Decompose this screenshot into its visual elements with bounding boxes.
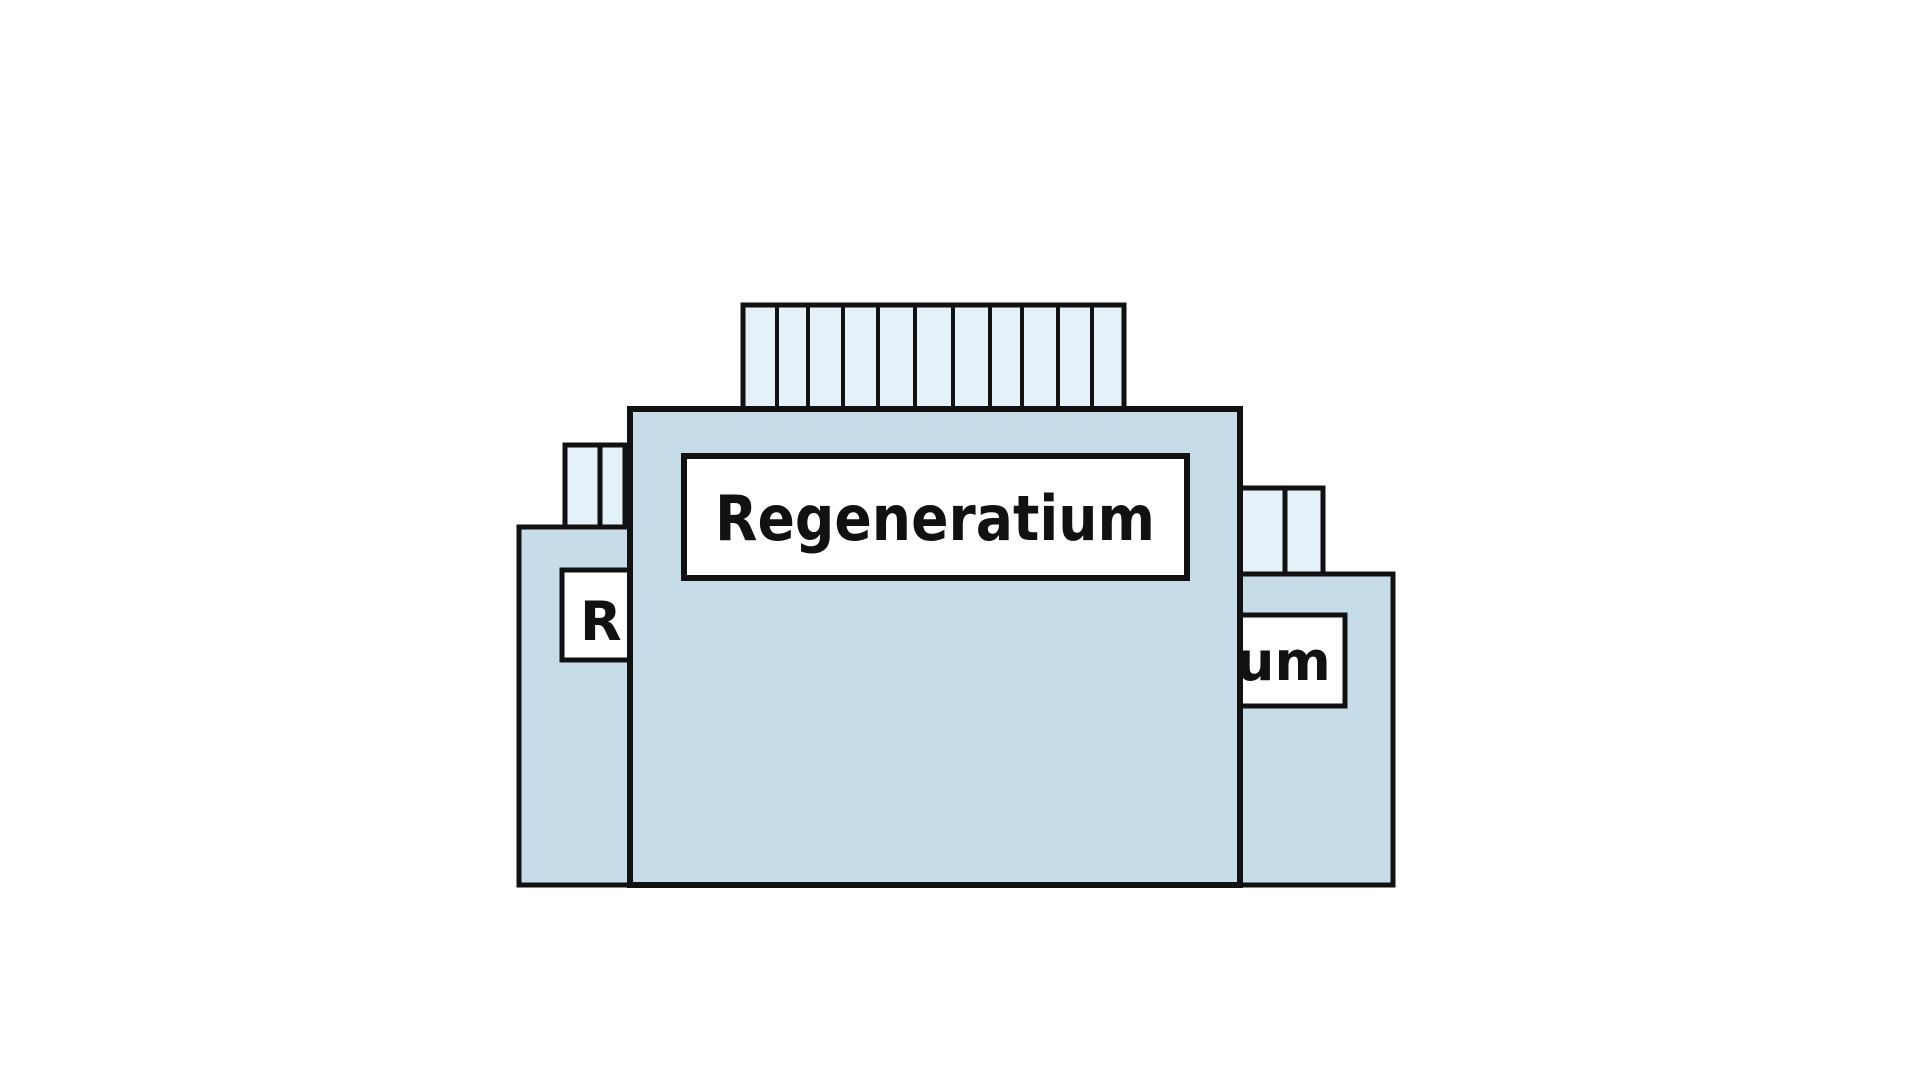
left-jar-label-text: R (580, 590, 622, 653)
center-jar-label-text: Regeneratium (715, 482, 1155, 555)
center-jar-lid (740, 302, 1127, 415)
right-jar-label-text: um (1236, 630, 1331, 693)
center-jar-label (681, 453, 1190, 581)
center-jar: Regeneratium (627, 302, 1243, 888)
